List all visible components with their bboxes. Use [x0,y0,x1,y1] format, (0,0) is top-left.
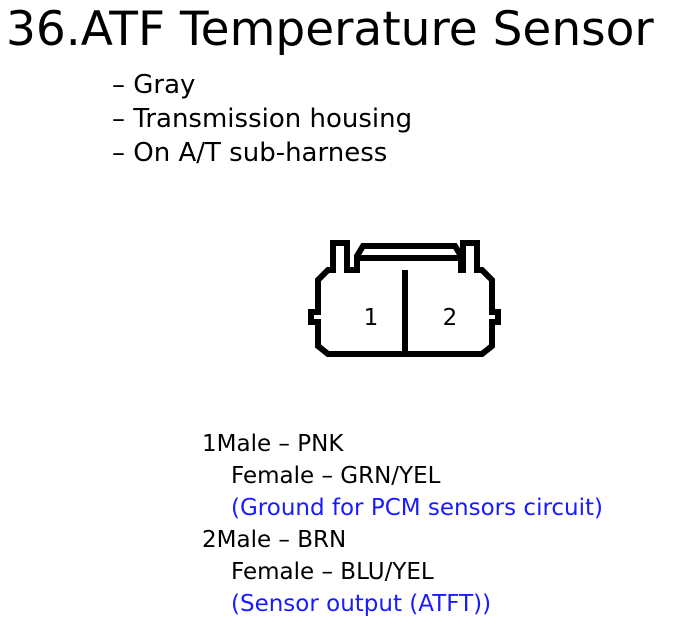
pin-list: 1Male – PNK Female – GRN/YEL (Ground for… [202,428,603,620]
pin-2-male: 2Male – BRN [202,524,603,556]
connector-harness: – On A/T sub-harness [112,138,388,168]
pin-1-description: (Ground for PCM sensors circuit) [231,495,604,521]
pin-number: 2 [202,527,217,553]
male-wire: Male – BRN [216,527,347,553]
connector-color: – Gray [112,70,196,100]
connector-outline [308,240,501,357]
male-wire: Male – PNK [216,431,344,457]
pin-2-label: 2 [443,305,458,331]
pin-1-female: Female – GRN/YEL [231,463,441,489]
pin-1-male: 1Male – PNK [202,428,603,460]
connector-location: – Transmission housing [112,104,413,134]
pin-number: 1 [202,431,217,457]
page-title: 36.ATF Temperature Sensor [6,2,654,57]
pin-1-label: 1 [364,305,379,331]
pin-2-description: (Sensor output (ATFT)) [231,591,492,617]
pin-2-female: Female – BLU/YEL [231,559,434,585]
connector-diagram: 1 2 [308,240,501,357]
connector-properties: – Gray – Transmission housing – On A/T s… [112,68,412,170]
